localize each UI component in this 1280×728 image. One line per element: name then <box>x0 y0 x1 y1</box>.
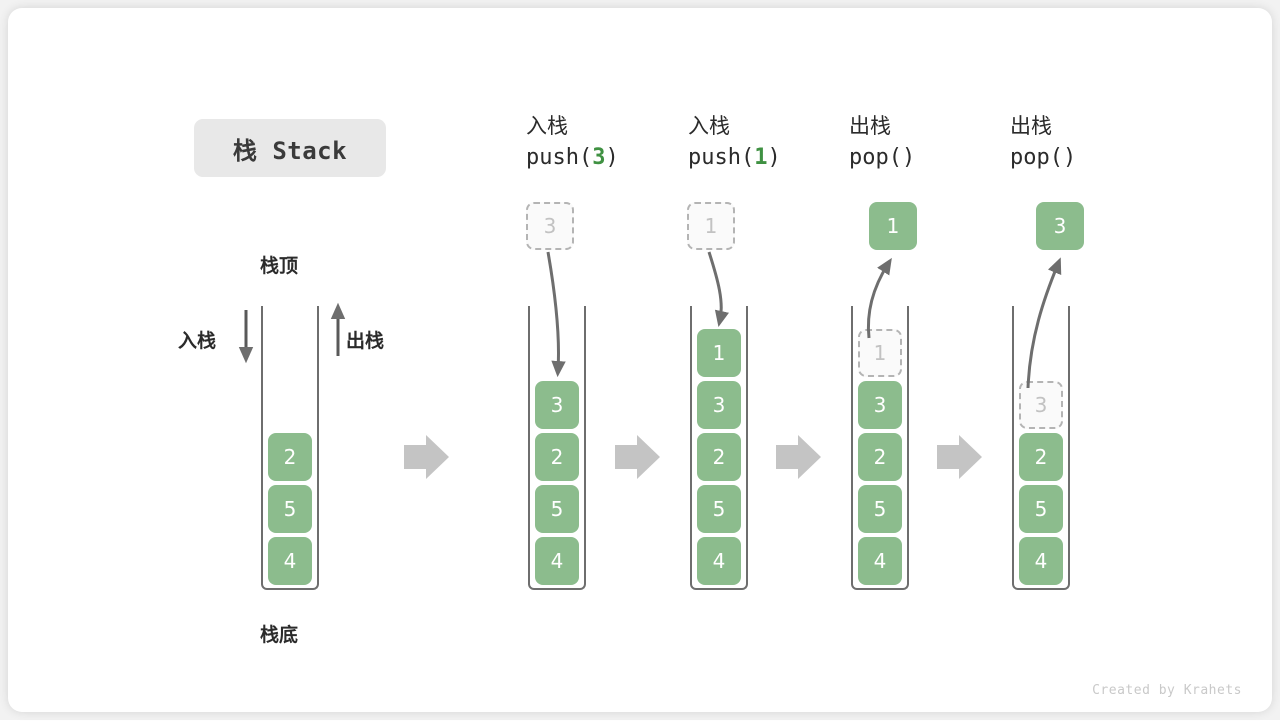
stack-cell: 1 <box>697 329 741 377</box>
column-header-cn: 入栈 <box>526 114 568 138</box>
stack-top-label: 栈顶 <box>260 255 299 277</box>
column-header-code: push(1) <box>688 142 888 173</box>
step-arrow <box>615 435 660 479</box>
stack-container-pop-2: 3 2 5 4 <box>1012 306 1070 590</box>
floating-cell-value: 1 <box>704 214 718 238</box>
column-header-code: pop() <box>849 142 1049 173</box>
stack-cell: 3 <box>697 381 741 429</box>
stack-bottom-label: 栈底 <box>260 624 299 646</box>
footer-credit: Created by Krahets <box>1092 683 1242 698</box>
stack-container-pop-1: 1 3 2 5 4 <box>851 306 909 590</box>
floating-ghost-cell-push-3: 3 <box>526 202 574 250</box>
stack-cell: 2 <box>268 433 312 481</box>
stack-cell: 4 <box>268 537 312 585</box>
code-prefix: push( <box>526 144 593 170</box>
floating-cell-value: 3 <box>543 214 557 238</box>
pop-side-label: 出栈 <box>346 330 385 352</box>
code-suffix: ) <box>767 144 781 170</box>
stack-cell: 3 <box>535 381 579 429</box>
stack-cell: 4 <box>697 537 741 585</box>
stack-cell: 5 <box>1019 485 1063 533</box>
step-arrow <box>776 435 821 479</box>
code-suffix: ) <box>1062 144 1077 170</box>
stack-container-initial: 2 5 4 <box>261 306 319 590</box>
stack-cell: 5 <box>268 485 312 533</box>
column-header-push-3: 入栈 push(3) <box>526 112 726 173</box>
stack-container-push-3: 3 2 5 4 <box>528 306 586 590</box>
stack-cell: 4 <box>858 537 902 585</box>
code-arg: 1 <box>754 144 768 170</box>
stack-cell: 2 <box>1019 433 1063 481</box>
stack-cell: 5 <box>535 485 579 533</box>
step-arrow <box>404 435 449 479</box>
floating-popped-cell-1: 1 <box>869 202 917 250</box>
stack-cell-ghost: 1 <box>858 329 902 377</box>
floating-cell-value: 1 <box>886 214 900 238</box>
column-header-cn: 入栈 <box>688 114 730 138</box>
stack-cell: 2 <box>858 433 902 481</box>
code-prefix: push( <box>688 144 755 170</box>
column-header-cn: 出栈 <box>849 114 891 138</box>
column-header-pop-1: 出栈 pop() <box>849 112 1049 173</box>
diagram-title-text: 栈 Stack <box>232 136 348 165</box>
diagram-title: 栈 Stack <box>194 119 386 177</box>
column-header-code: pop() <box>1010 142 1210 173</box>
stack-cell: 5 <box>858 485 902 533</box>
code-prefix: pop( <box>1010 144 1063 170</box>
floating-cell-value: 3 <box>1053 214 1067 238</box>
column-header-pop-2: 出栈 pop() <box>1010 112 1210 173</box>
floating-popped-cell-2: 3 <box>1036 202 1084 250</box>
column-header-code: push(3) <box>526 142 726 173</box>
code-arg: 3 <box>592 144 606 170</box>
column-header-cn: 出栈 <box>1010 114 1052 138</box>
stack-cell: 2 <box>697 433 741 481</box>
diagram-card: 栈 Stack 栈顶 栈底 入栈 出栈 2 5 4 入栈 push(3) 3 3… <box>8 8 1272 712</box>
stack-cell-ghost: 3 <box>1019 381 1063 429</box>
stack-cell: 5 <box>697 485 741 533</box>
step-arrow <box>937 435 982 479</box>
stack-cell: 3 <box>858 381 902 429</box>
code-suffix: ) <box>901 144 916 170</box>
stack-container-push-1: 1 3 2 5 4 <box>690 306 748 590</box>
floating-ghost-cell-push-1: 1 <box>687 202 735 250</box>
code-suffix: ) <box>605 144 619 170</box>
code-prefix: pop( <box>849 144 902 170</box>
stack-cell: 2 <box>535 433 579 481</box>
column-header-push-1: 入栈 push(1) <box>688 112 888 173</box>
stack-cell: 4 <box>535 537 579 585</box>
stack-cell: 4 <box>1019 537 1063 585</box>
push-side-label: 入栈 <box>178 330 217 352</box>
